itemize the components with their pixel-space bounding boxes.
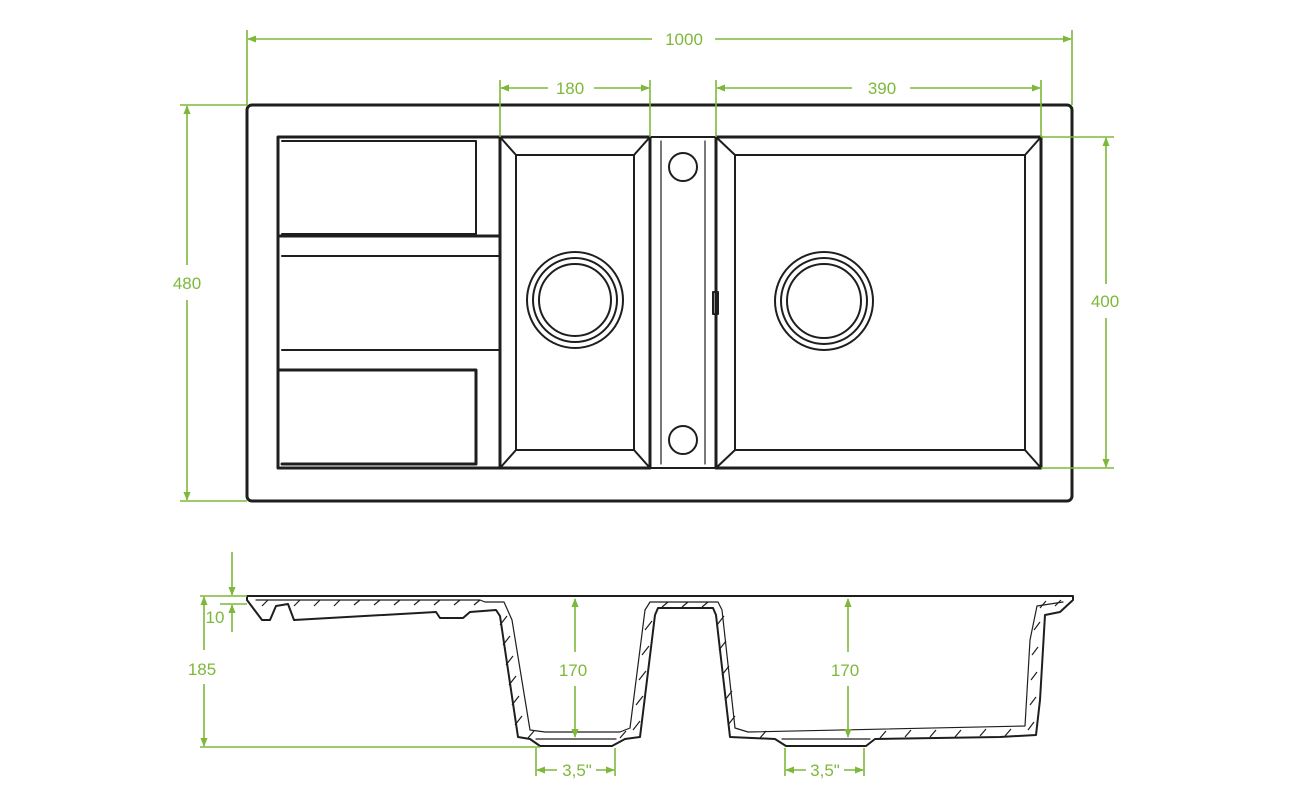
small-bowl-top: [498, 135, 652, 470]
large-bowl-top: [714, 135, 1043, 470]
sink-outer-rim: [245, 103, 1074, 503]
dimension-total-height: 185: [188, 596, 540, 748]
bowl-depth-label: 400: [1091, 292, 1119, 311]
small-drain-outer: [526, 251, 624, 349]
top-view: 1000 180 390 480: [173, 30, 1119, 503]
dimension-small-bowl-height: 170: [559, 598, 587, 738]
section-view: 10 185 170 170 3,5": [188, 552, 1074, 780]
overall-width-label: 1000: [665, 30, 703, 49]
dimension-large-drain: 3,5": [784, 748, 865, 780]
small-drain-inner: [538, 263, 612, 337]
dimension-large-bowl-height: 170: [831, 598, 859, 738]
sink-section-inner: [255, 599, 1064, 733]
dimension-rim-thickness: 10: [200, 552, 247, 632]
tap-hole-top: [668, 152, 698, 182]
large-drain-outer: [774, 251, 874, 351]
dimension-overall-depth: 480: [173, 104, 247, 502]
small-bowl-height-label: 170: [559, 661, 587, 680]
small-bowl-width-label: 180: [556, 79, 584, 98]
rim-thickness-label: 10: [206, 608, 225, 627]
section-hatching: [261, 599, 1062, 739]
tap-hole-bottom: [668, 425, 698, 455]
dimension-small-drain: 3,5": [535, 748, 616, 780]
dimension-small-bowl-width: 180: [499, 79, 651, 137]
dimension-overall-width: 1000: [246, 30, 1073, 105]
drainer-board: [276, 135, 502, 470]
total-height-label: 185: [188, 660, 216, 679]
large-drain-label: 3,5": [810, 761, 840, 780]
large-bowl-width-label: 390: [868, 79, 896, 98]
dimension-bowl-depth: 400: [1041, 136, 1119, 469]
large-bowl-height-label: 170: [831, 661, 859, 680]
small-drain-label: 3,5": [562, 761, 592, 780]
dimension-large-bowl-width: 390: [715, 79, 1042, 137]
large-drain-inner: [786, 263, 862, 339]
sink-section-outer: [246, 595, 1074, 747]
overall-depth-label: 480: [173, 274, 201, 293]
tap-deck: [649, 136, 719, 469]
